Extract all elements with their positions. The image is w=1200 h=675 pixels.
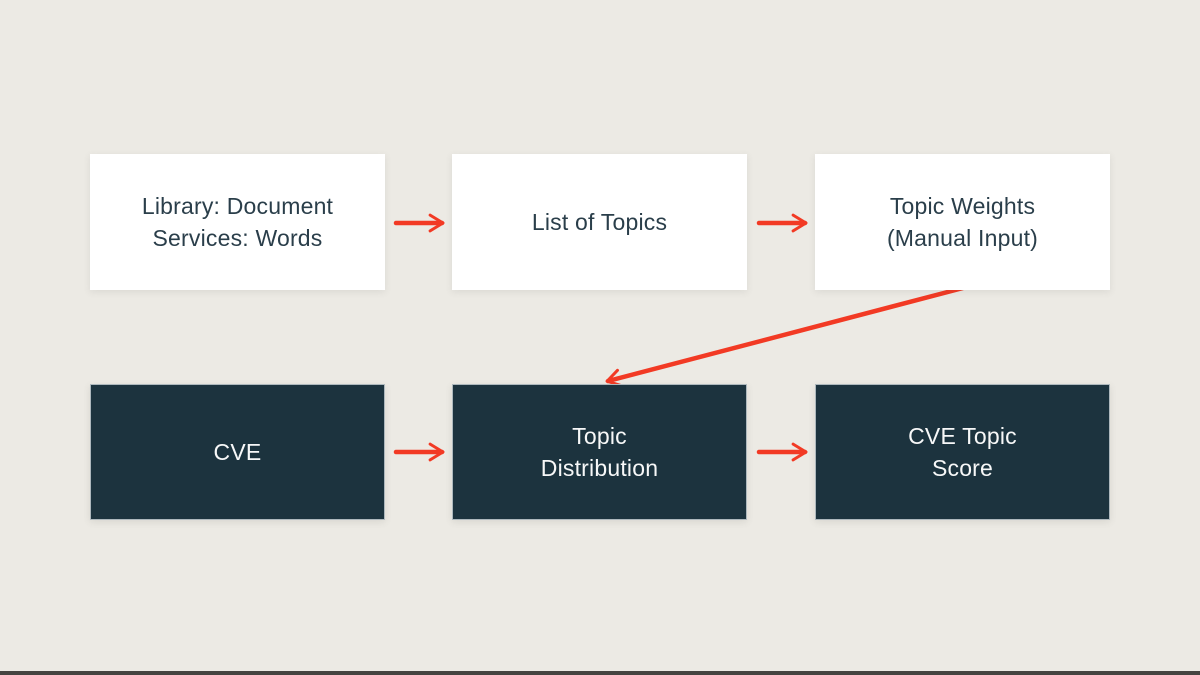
node-text-line: List of Topics — [531, 209, 668, 235]
node-text-line: CVE — [213, 439, 262, 465]
node-text-line: CVE Topic — [908, 423, 1017, 449]
node-text-line: Score — [931, 455, 994, 481]
node-cve-topic-score: CVE Topic Score — [815, 384, 1110, 520]
node-topic-distribution: Topic Distribution — [452, 384, 747, 520]
node-cve: CVE — [90, 384, 385, 520]
arrow-weights-to-distribution — [605, 285, 966, 388]
node-text-line: Distribution — [540, 455, 659, 481]
node-list-of-topics: List of Topics — [452, 154, 747, 290]
node-text-line: Services: Words — [152, 225, 323, 251]
node-text-line: Library: Document — [141, 193, 334, 219]
node-topic-weights-manual-input: Topic Weights (Manual Input) — [815, 154, 1110, 290]
node-text-line: Topic Weights — [889, 193, 1036, 219]
node-text-line: (Manual Input) — [886, 225, 1039, 251]
node-text-line: Topic — [572, 423, 627, 449]
node-library-document-services-words: Library: Document Services: Words — [90, 154, 385, 290]
bottom-edge-bar — [0, 671, 1200, 675]
